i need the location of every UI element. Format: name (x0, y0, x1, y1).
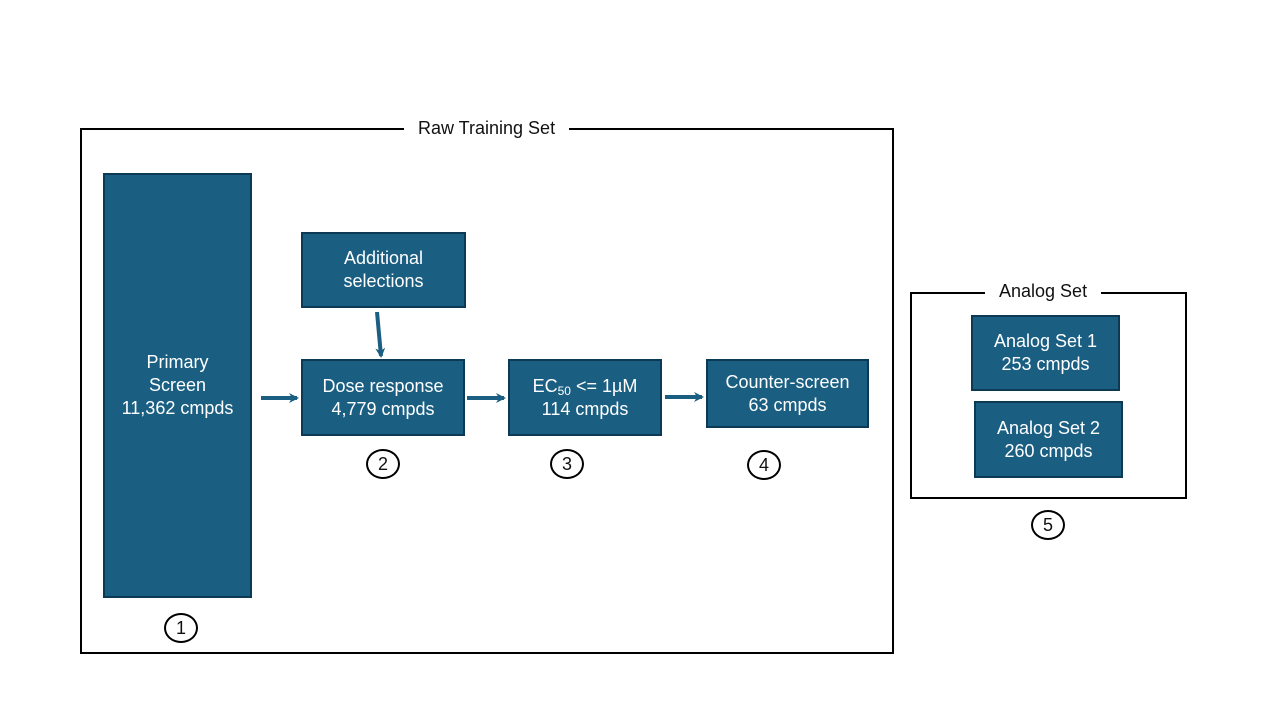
analog-set-2-label: Analog Set 2 (996, 417, 1101, 438)
ec50-prefix: EC (532, 375, 558, 396)
primary-screen-count: 11,362 cmpds (121, 398, 234, 418)
analog-set-2-count: 260 cmpds (1004, 440, 1093, 461)
dose-response-box: Dose response 4,779 cmpds (301, 359, 465, 436)
ec50-label: EC50 <= 1µM (533, 375, 638, 398)
ec50-suffix: <= 1µM (570, 375, 638, 396)
raw-training-set-title: Raw Training Set (404, 118, 570, 138)
ec50-box: EC50 <= 1µM 114 cmpds (508, 359, 662, 436)
analog-set-1-box: Analog Set 1 253 cmpds (971, 315, 1120, 391)
additional-selections-box: Additional selections (301, 232, 466, 308)
ec50-count: 114 cmpds (541, 398, 629, 419)
counter-screen-count: 63 cmpds (748, 394, 827, 415)
counter-screen-box: Counter-screen 63 cmpds (706, 359, 869, 428)
step-number-3: 3 (550, 449, 584, 479)
arrow-additional-to-dose (375, 311, 386, 358)
analog-set-title: Analog Set (985, 281, 1102, 301)
step-number-2: 2 (366, 449, 400, 479)
primary-screen-line2: Screen (148, 375, 207, 395)
dose-response-count: 4,779 cmpds (331, 398, 435, 419)
primary-screen-line1: Primary (146, 352, 209, 372)
analog-set-2-box: Analog Set 2 260 cmpds (974, 401, 1123, 478)
counter-screen-label: Counter-screen (725, 371, 850, 392)
step-number-4: 4 (747, 450, 781, 480)
analog-set-1-count: 253 cmpds (1001, 354, 1090, 374)
dose-response-label: Dose response (322, 375, 444, 396)
ec50-subscript: 50 (557, 383, 571, 398)
step-number-5: 5 (1031, 510, 1065, 540)
analog-set-1-label: Analog Set 1 (993, 331, 1098, 351)
step-number-1: 1 (164, 613, 198, 643)
additional-selections-line2: selections (343, 271, 424, 291)
primary-screen-box: Primary Screen 11,362 cmpds (103, 173, 252, 598)
additional-selections-line1: Additional (343, 248, 424, 268)
